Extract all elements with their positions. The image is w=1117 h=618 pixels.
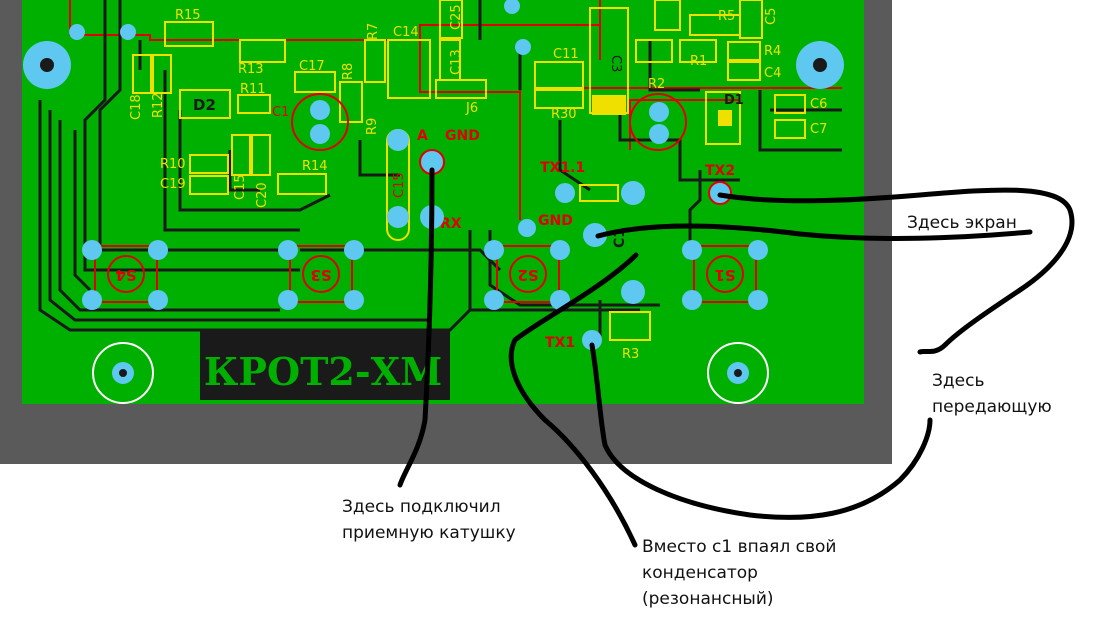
svg-text:S2: S2 xyxy=(517,266,538,284)
svg-text:C11: C11 xyxy=(553,47,579,62)
svg-text:C13: C13 xyxy=(449,49,464,75)
svg-text:C4: C4 xyxy=(764,66,781,81)
svg-text:C15: C15 xyxy=(392,172,407,198)
svg-text:S3: S3 xyxy=(310,266,331,284)
svg-text:R1: R1 xyxy=(690,54,707,69)
note-transmit-line1: Здесь xyxy=(932,371,985,391)
svg-text:R13: R13 xyxy=(238,62,264,77)
svg-text:TX1: TX1 xyxy=(545,335,575,351)
note-screen-text: Здесь экран xyxy=(907,213,1017,233)
svg-text:RX: RX xyxy=(440,216,462,232)
svg-text:R10: R10 xyxy=(160,157,186,172)
svg-text:C15: C15 xyxy=(233,174,248,200)
svg-text:R4: R4 xyxy=(764,44,781,59)
note-receive-coil: Здесь подключил приемную катушку xyxy=(342,494,516,546)
note-capacitor-line3: (резонансный) xyxy=(642,589,774,609)
svg-text:S1: S1 xyxy=(714,266,735,284)
svg-text:R15: R15 xyxy=(175,8,201,23)
svg-text:C1: C1 xyxy=(272,105,289,120)
silkscreen xyxy=(132,0,806,341)
mounting-holes xyxy=(23,41,844,404)
svg-text:C19: C19 xyxy=(160,177,186,192)
svg-text:TX2: TX2 xyxy=(705,163,735,179)
svg-text:R11: R11 xyxy=(240,82,266,97)
svg-text:C17: C17 xyxy=(299,59,325,74)
svg-text:R5: R5 xyxy=(718,9,735,24)
svg-text:R2: R2 xyxy=(648,77,665,92)
svg-text:D1: D1 xyxy=(724,93,744,108)
filled-components xyxy=(592,95,732,126)
svg-text:C7: C7 xyxy=(810,122,827,137)
board-title: КРОТ2-ХМ xyxy=(204,349,442,394)
pad-labels: GND A RX TX1.1 GND TX2 TX1 C1 xyxy=(417,128,735,351)
svg-text:R30: R30 xyxy=(551,107,577,122)
svg-text:R14: R14 xyxy=(302,159,328,174)
switches xyxy=(94,245,757,303)
svg-text:C20: C20 xyxy=(255,182,270,208)
svg-text:R3: R3 xyxy=(622,347,639,362)
svg-text:C25: C25 xyxy=(449,4,464,30)
svg-text:R12: R12 xyxy=(151,92,166,118)
svg-text:A: A xyxy=(417,128,428,144)
svg-text:R8: R8 xyxy=(341,63,356,80)
svg-text:C5: C5 xyxy=(764,8,779,25)
switch-labels: S4 S3 S2 S1 xyxy=(115,266,735,284)
svg-text:C14: C14 xyxy=(393,25,419,40)
logo-box xyxy=(200,330,450,400)
svg-text:S4: S4 xyxy=(115,266,136,284)
svg-text:GND: GND xyxy=(538,213,573,229)
note-receive-line2: приемную катушку xyxy=(342,523,516,543)
svg-text:C18: C18 xyxy=(129,94,144,120)
svg-text:R9: R9 xyxy=(365,118,380,135)
note-capacitor-line2: конденсатор xyxy=(642,563,758,583)
svg-text:GND: GND xyxy=(445,128,480,144)
svg-text:J6: J6 xyxy=(465,101,478,116)
svg-text:C3: C3 xyxy=(608,55,623,72)
note-transmit-line2: передающую xyxy=(932,397,1052,417)
component-labels: R15 R13 C14 C25 R5 C5 R4 C4 C18 R12 D2 R… xyxy=(129,4,827,362)
note-screen: Здесь экран xyxy=(907,210,1017,236)
switch-pads xyxy=(82,240,768,310)
note-receive-line1: Здесь подключил xyxy=(342,497,501,517)
electrolytic-caps xyxy=(291,93,687,151)
svg-text:C6: C6 xyxy=(810,97,827,112)
svg-text:R7: R7 xyxy=(366,23,381,40)
note-transmit: Здесь передающую xyxy=(932,368,1052,420)
note-capacitor-line1: Вместо с1 впаял свой xyxy=(642,537,837,557)
svg-text:D2: D2 xyxy=(193,96,216,114)
hand-drawn-wires xyxy=(397,167,1075,548)
svg-text:TX1.1: TX1.1 xyxy=(540,160,585,176)
note-capacitor: Вместо с1 впаял свой конденсатор (резона… xyxy=(642,534,836,612)
